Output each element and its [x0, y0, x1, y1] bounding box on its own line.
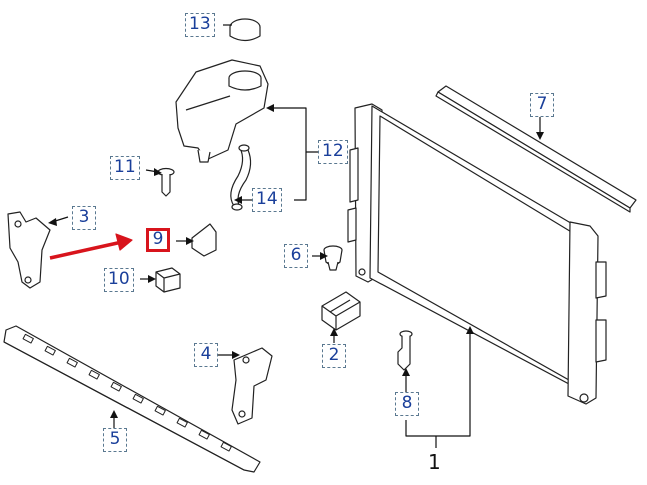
mount-block — [155, 267, 181, 293]
hose — [230, 144, 252, 211]
bolt — [157, 167, 175, 197]
grommet — [323, 245, 343, 271]
leader-arrowheads — [48, 104, 544, 418]
callout-5: 5 — [103, 428, 127, 452]
label-1: 1 — [428, 450, 441, 474]
bracket-right — [231, 347, 273, 425]
callout-4: 4 — [194, 343, 218, 367]
radiator — [347, 103, 607, 405]
reservoir-tank — [175, 59, 269, 163]
callout-6: 6 — [284, 244, 308, 268]
callout-14: 14 — [252, 188, 282, 212]
callout-2: 2 — [322, 344, 346, 368]
callout-12: 12 — [318, 140, 348, 164]
bracket-left — [7, 211, 51, 289]
callout-11: 11 — [110, 156, 140, 180]
pin — [397, 330, 413, 371]
callout-9-highlighted: 9 — [146, 228, 170, 252]
callout-7: 7 — [530, 93, 554, 117]
mount-cushion — [321, 291, 361, 331]
reservoir-cap — [229, 18, 261, 42]
callout-10: 10 — [104, 268, 134, 292]
air-guide — [3, 325, 261, 473]
highlight-arrow — [49, 233, 133, 260]
callout-3: 3 — [72, 206, 96, 230]
callout-13: 13 — [185, 13, 215, 37]
clip — [191, 223, 217, 257]
callout-8: 8 — [395, 392, 419, 416]
seal-strip — [435, 85, 637, 213]
